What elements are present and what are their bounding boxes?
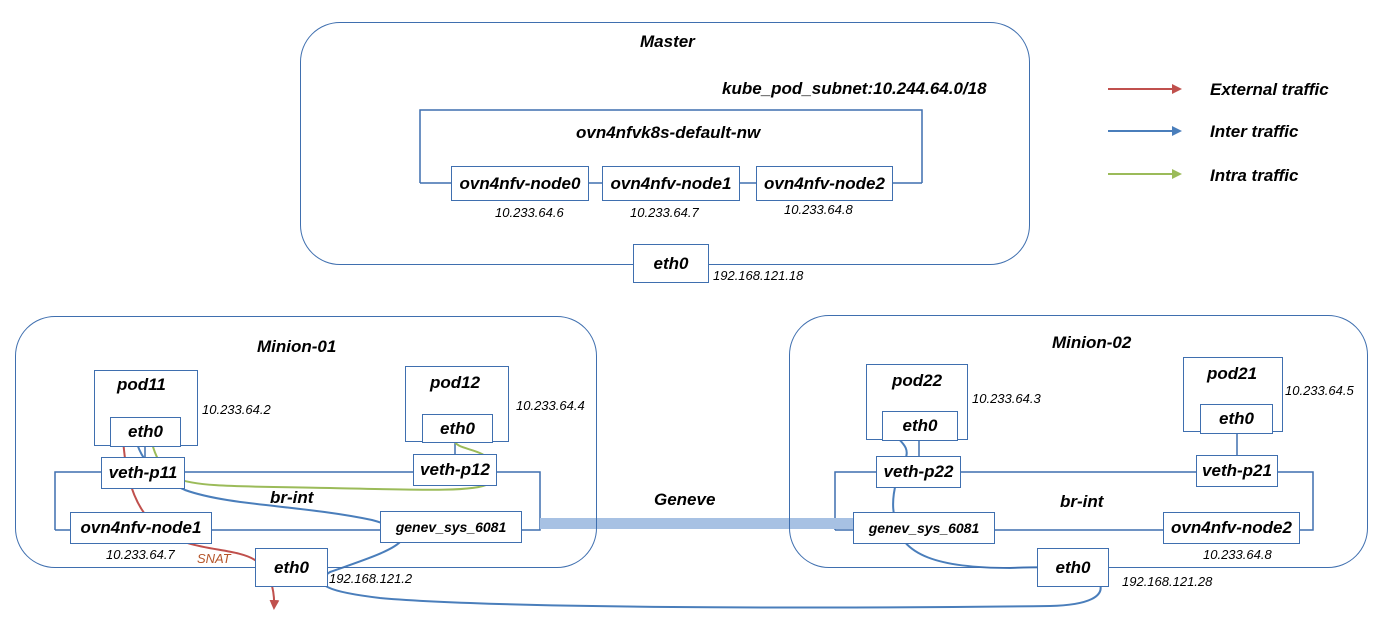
minion1-veth-p12-box: veth-p12	[413, 454, 497, 486]
master-node0-name: ovn4nfv-node0	[459, 173, 581, 193]
minion1-router-box: ovn4nfv-node1	[70, 512, 212, 544]
minion1-eth0-box: eth0	[255, 548, 328, 587]
minion1-pod11-name: pod11	[117, 375, 166, 394]
master-title: Master	[640, 32, 695, 51]
minion1-pod11-eth-box: eth0	[110, 417, 181, 447]
minion1-brint-line	[54, 471, 541, 531]
geneve-tunnel-bar	[540, 518, 853, 529]
master-node2-ip: 10.233.64.8	[784, 202, 853, 217]
minion1-veth-p11: veth-p11	[108, 463, 178, 482]
minion1-eth0-name: eth0	[274, 557, 309, 577]
master-subnet-label: kube_pod_subnet:10.244.64.0/18	[722, 79, 987, 98]
minion1-pod11-eth: eth0	[128, 422, 163, 441]
minion2-veth-p21-box: veth-p21	[1196, 455, 1278, 487]
minion2-tunnel-name: genev_sys_6081	[868, 520, 980, 536]
minion2-brint-line	[834, 471, 1314, 531]
minion2-pod22-eth: eth0	[902, 416, 938, 435]
master-eth0-box: eth0	[633, 244, 709, 283]
minion2-title: Minion-02	[1052, 333, 1132, 352]
minion2-tunnel-box: genev_sys_6081	[853, 512, 995, 544]
master-node1-box: ovn4nfv-node1	[602, 166, 740, 201]
legend-intra-label: Intra traffic	[1210, 166, 1299, 185]
minion1-tunnel-name: genev_sys_6081	[395, 519, 507, 535]
minion1-veth-p12: veth-p12	[420, 460, 490, 479]
minion1-router-ip: 10.233.64.7	[106, 547, 175, 562]
minion1-pod12-name: pod12	[430, 373, 481, 392]
legend-external-label: External traffic	[1210, 80, 1329, 99]
minion2-veth-p22: veth-p22	[883, 462, 954, 481]
master-node1-ip: 10.233.64.7	[630, 205, 699, 220]
master-node2-box: ovn4nfv-node2	[756, 166, 893, 201]
minion2-pod21-eth: eth0	[1219, 409, 1254, 428]
minion2-pod21-eth-box: eth0	[1200, 404, 1273, 434]
minion2-pod21-name: pod21	[1207, 364, 1258, 383]
minion2-veth-p22-box: veth-p22	[876, 456, 961, 488]
master-network-label: ovn4nfvk8s-default-nw	[576, 123, 761, 142]
minion2-router-name: ovn4nfv-node2	[1171, 518, 1292, 537]
minion2-pod22-name: pod22	[892, 371, 943, 390]
master-node0-box: ovn4nfv-node0	[451, 166, 589, 201]
minion1-pod12-eth-box: eth0	[422, 414, 493, 443]
master-container	[300, 22, 1030, 265]
minion2-eth0-name: eth0	[1055, 557, 1091, 577]
minion2-brint-label: br-int	[1060, 492, 1104, 511]
minion1-eth0-ip: 192.168.121.2	[329, 571, 413, 586]
minion2-router-ip: 10.233.64.8	[1203, 547, 1272, 562]
minion2-eth0-box: eth0	[1037, 548, 1109, 587]
minion1-tunnel-box: genev_sys_6081	[380, 511, 522, 543]
minion1-title: Minion-01	[257, 337, 337, 356]
master-node2-name: ovn4nfv-node2	[764, 173, 885, 193]
minion2-pod22-eth-box: eth0	[882, 411, 958, 441]
minion1-pod11-ip: 10.233.64.2	[202, 402, 271, 417]
legend-inter-label: Inter traffic	[1210, 122, 1299, 141]
minion2-eth0-ip: 192.168.121.28	[1122, 574, 1213, 589]
master-eth0-name: eth0	[653, 253, 689, 273]
minion1-pod12-eth: eth0	[440, 418, 475, 438]
minion1-brint-label: br-int	[270, 488, 314, 507]
legend-arrows	[1108, 84, 1182, 179]
master-network-line	[419, 109, 923, 183]
minion1-veth-p11-box: veth-p11	[101, 457, 185, 489]
master-node1-name: ovn4nfv-node1	[610, 173, 732, 193]
minion2-pod22-ip: 10.233.64.3	[972, 391, 1041, 406]
master-node0-ip: 10.233.64.6	[495, 205, 564, 220]
geneve-label: Geneve	[654, 490, 716, 509]
minion1-snat-label: SNAT	[197, 551, 231, 566]
minion2-router-box: ovn4nfv-node2	[1163, 512, 1300, 544]
minion1-router-name: ovn4nfv-node1	[80, 518, 202, 537]
master-eth0-ip: 192.168.121.18	[713, 268, 804, 283]
minion1-pod12-ip: 10.233.64.4	[516, 398, 585, 413]
minion2-veth-p21: veth-p21	[1202, 461, 1272, 480]
minion2-pod21-ip: 10.233.64.5	[1285, 383, 1354, 398]
